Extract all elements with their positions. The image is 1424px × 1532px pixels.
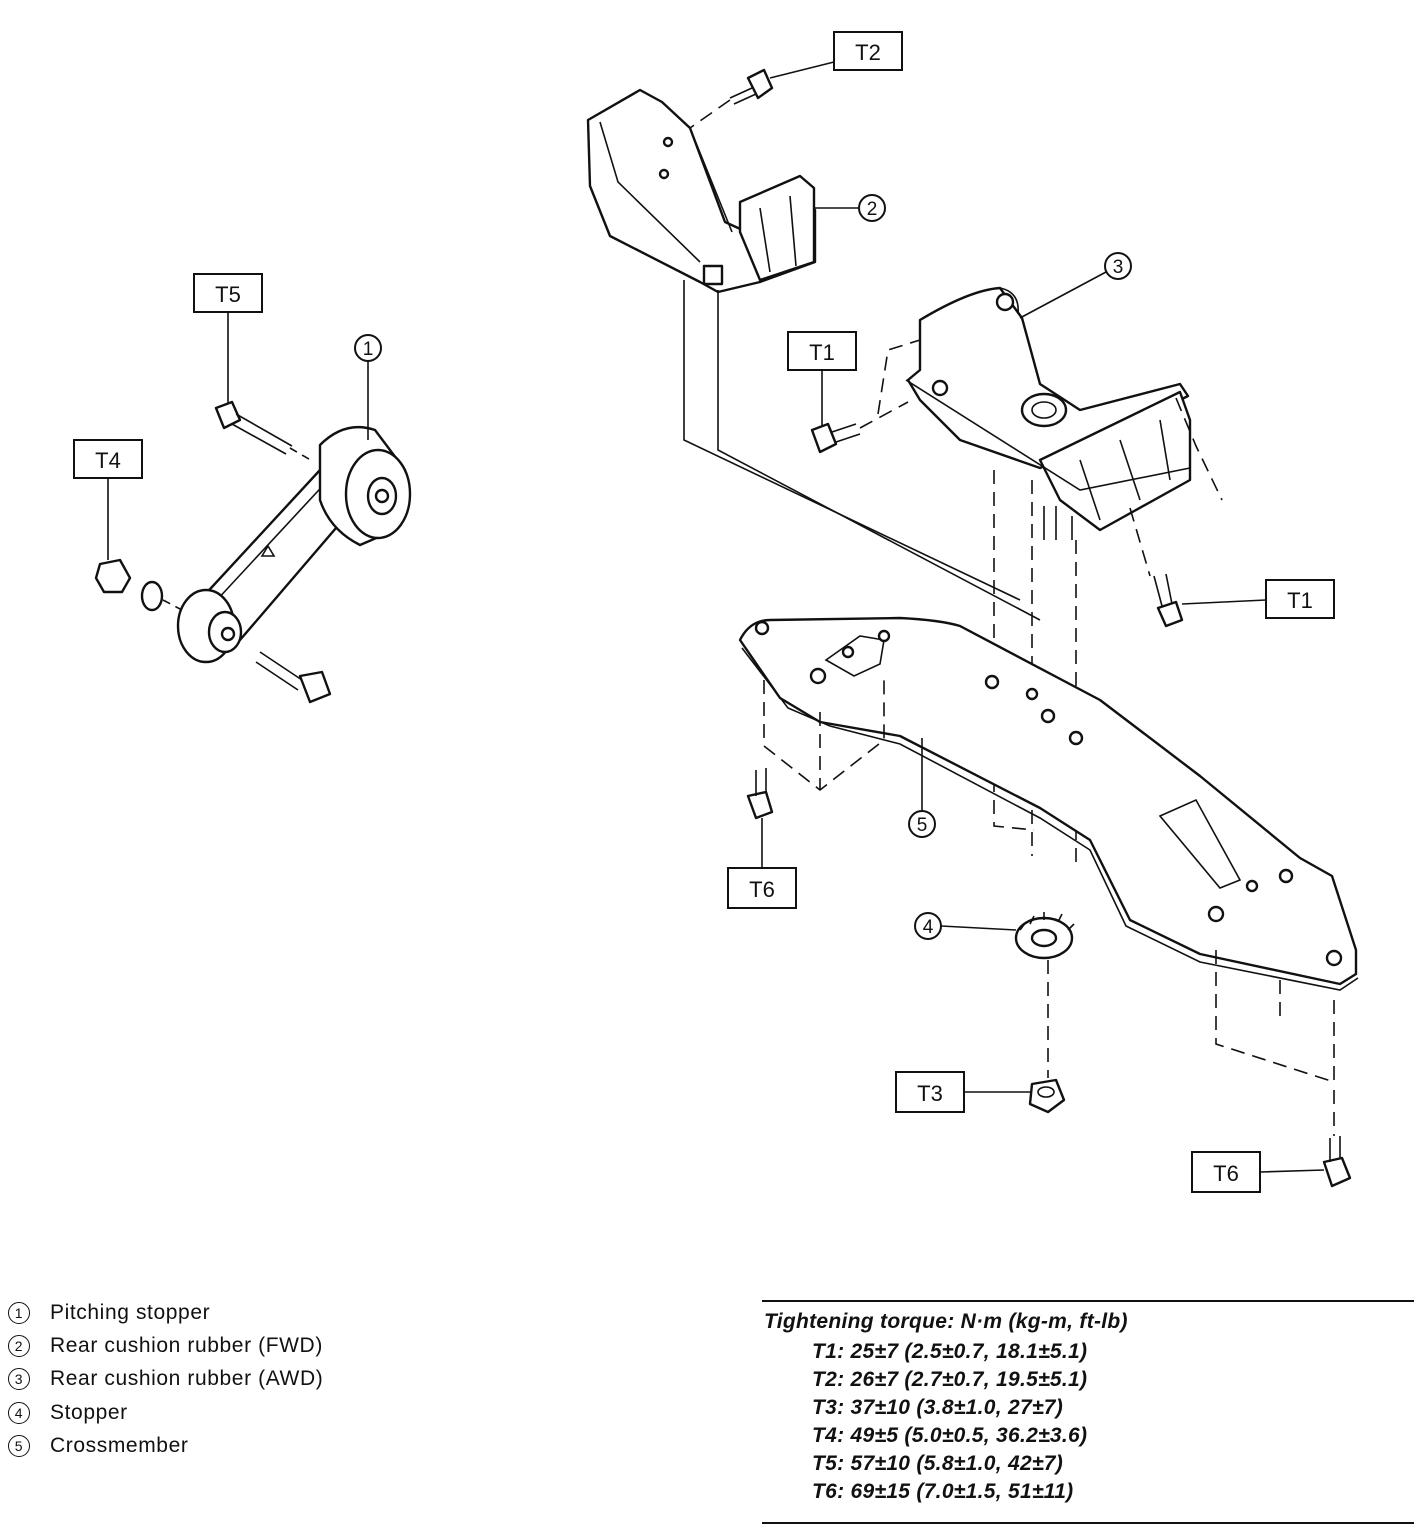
torque-specification: Tightening torque: N·m (kg-m, ft-lb) T1:… [762, 1300, 1414, 1524]
callout-3: 3 [1019, 252, 1132, 319]
tag-t6-left: T6 [727, 818, 797, 909]
tag-t6-right: T6 [1191, 1151, 1325, 1193]
callout-1: 1 [354, 334, 382, 440]
legend-item: 4 Stopper [8, 1396, 488, 1429]
legend-label: Rear cushion rubber (AWD) [50, 1367, 324, 1391]
tag-t4: T4 [73, 439, 143, 560]
torque-row: T5: 57±10 (5.8±1.0, 42±7) [812, 1452, 1064, 1475]
legend-number: 3 [8, 1368, 30, 1391]
svg-text:T4: T4 [95, 448, 121, 473]
crossmember [738, 616, 1359, 1188]
exploded-view-diagram: T2 T5 T4 T1 T1 T6 T3 T6 1 [73, 31, 1359, 1193]
svg-text:4: 4 [923, 917, 934, 938]
legend-number: 2 [8, 1335, 30, 1358]
legend-number: 5 [8, 1435, 30, 1458]
divider [762, 1522, 1414, 1524]
callout-4: 4 [914, 912, 1017, 940]
legend-label: Pitching stopper [50, 1300, 211, 1324]
torque-row: T6: 69±15 (7.0±1.5, 51±11) [812, 1480, 1074, 1503]
tag-t1-upper: T1 [787, 331, 857, 426]
torque-row: T3: 37±10 (3.8±1.0, 27±7) [812, 1396, 1064, 1419]
tag-t2: T2 [769, 31, 903, 79]
tag-t1-lower: T1 [1181, 579, 1335, 619]
legend-label: Stopper [50, 1400, 128, 1424]
svg-text:T1: T1 [1287, 588, 1313, 613]
divider [762, 1300, 1414, 1302]
rear-cushion-rubber-awd [810, 286, 1223, 870]
legend-label: Crossmember [50, 1434, 189, 1458]
callout-2: 2 [814, 194, 886, 222]
svg-text:T6: T6 [749, 877, 775, 902]
legend-number: 4 [8, 1401, 30, 1424]
legend-item: 2 Rear cushion rubber (FWD) [8, 1329, 488, 1362]
svg-text:T5: T5 [215, 282, 241, 307]
legend-item: 1 Pitching stopper [8, 1296, 488, 1329]
svg-text:3: 3 [1113, 257, 1124, 278]
svg-text:T1: T1 [809, 340, 835, 365]
tag-t3: T3 [895, 1071, 1030, 1113]
legend-label: Rear cushion rubber (FWD) [50, 1334, 323, 1358]
legend-item: 3 Rear cushion rubber (AWD) [8, 1363, 488, 1396]
callout-5: 5 [908, 738, 936, 838]
stopper [1014, 912, 1075, 1114]
svg-text:T3: T3 [917, 1081, 943, 1106]
parts-legend: 1 Pitching stopper 2 Rear cushion rubber… [8, 1296, 488, 1463]
torque-row: T2: 26±7 (2.7±0.7, 19.5±5.1) [812, 1368, 1088, 1391]
pitching-stopper [94, 400, 412, 704]
torque-row: T4: 49±5 (5.0±0.5, 36.2±3.6) [812, 1424, 1088, 1447]
svg-text:1: 1 [363, 339, 374, 360]
svg-text:T6: T6 [1213, 1161, 1239, 1186]
legend-number: 1 [8, 1301, 30, 1324]
tag-t5: T5 [193, 273, 263, 404]
torque-title: Tightening torque: N·m (kg-m, ft-lb) [764, 1310, 1128, 1333]
legend-item: 5 Crossmember [8, 1430, 488, 1463]
rear-cushion-rubber-fwd [586, 68, 1041, 621]
svg-text:5: 5 [917, 815, 928, 836]
svg-text:T2: T2 [855, 40, 881, 65]
svg-text:2: 2 [867, 199, 878, 220]
torque-list: T1: 25±7 (2.5±0.7, 18.1±5.1) T2: 26±7 (2… [812, 1338, 1087, 1506]
torque-row: T1: 25±7 (2.5±0.7, 18.1±5.1) [812, 1340, 1088, 1363]
